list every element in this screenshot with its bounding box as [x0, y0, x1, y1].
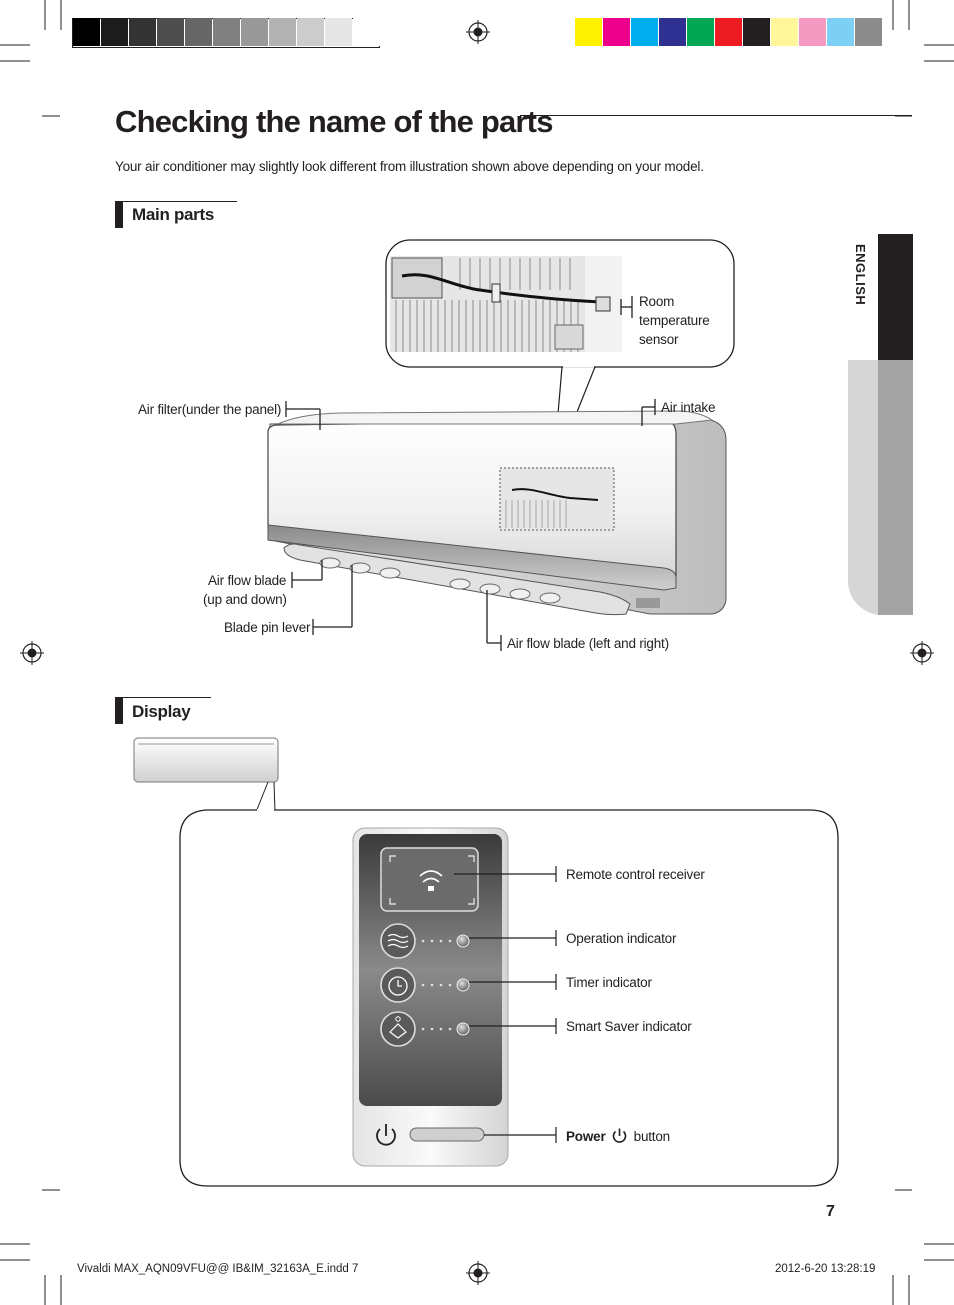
- registration-mark-icon: [466, 1261, 490, 1285]
- label-room-sensor-3: sensor: [639, 332, 679, 347]
- color-swatch: [603, 18, 630, 46]
- timer-icon: [380, 967, 416, 1003]
- page-title: Checking the name of the parts: [115, 104, 553, 139]
- footer-file: Vivaldi MAX_AQN09VFU@@ IB&IM_32163A_E.in…: [77, 1263, 359, 1275]
- gray-swatch: [213, 18, 240, 46]
- label-blade-pin: Blade pin lever: [224, 620, 311, 635]
- label-air-filter: Air filter(under the panel): [138, 402, 282, 417]
- label-smart-saver-indicator: Smart Saver indicator: [566, 1019, 692, 1034]
- section-rule: [123, 697, 211, 698]
- gray-swatch: [129, 18, 156, 46]
- gray-swatch: [269, 18, 296, 46]
- gray-swatch: [185, 18, 212, 46]
- label-operation-indicator: Operation indicator: [566, 931, 677, 946]
- title-rule: [520, 115, 912, 116]
- sensor-callout: [385, 239, 735, 473]
- air-conditioner-illustration: [267, 239, 735, 651]
- label-room-sensor-1: Room: [639, 294, 675, 309]
- language-tab-label: ENGLISH: [853, 244, 868, 306]
- registration-mark-icon: [466, 20, 490, 44]
- color-swatch: [631, 18, 658, 46]
- page-number: 7: [826, 1203, 835, 1220]
- display-illustration: [133, 737, 839, 1187]
- power-icon: [376, 1124, 396, 1146]
- color-swatch: [855, 18, 882, 46]
- color-swatch: [715, 18, 742, 46]
- gray-swatch: [353, 18, 380, 46]
- gray-swatch: [325, 18, 352, 46]
- section-rule: [123, 201, 237, 202]
- language-tab: [878, 234, 913, 360]
- label-blade-ud-1: Air flow blade: [208, 573, 287, 588]
- color-swatch: [659, 18, 686, 46]
- indoor-unit: [267, 410, 727, 616]
- label-timer-indicator: Timer indicator: [566, 975, 652, 990]
- display-heading: Display: [132, 702, 191, 721]
- gray-swatch: [101, 18, 128, 46]
- label-power-button: Power button: [566, 1127, 670, 1146]
- color-swatch: [575, 18, 602, 46]
- label-blade-ud-2: (up and down): [203, 592, 287, 607]
- color-swatch: [799, 18, 826, 46]
- gray-swatch: [157, 18, 184, 46]
- side-tab-mid: [878, 360, 913, 615]
- color-swatch: [687, 18, 714, 46]
- smart-saver-icon: [380, 1011, 416, 1047]
- label-power-bold: Power: [566, 1129, 606, 1144]
- color-swatch: [771, 18, 798, 46]
- label-room-sensor-2: temperature: [639, 313, 710, 328]
- registration-mark-icon: [910, 641, 934, 665]
- footer-date: 2012-6-20 13:28:19: [775, 1263, 876, 1275]
- color-swatch: [743, 18, 770, 46]
- gray-swatch: [297, 18, 324, 46]
- section-marker: [115, 697, 123, 724]
- label-blade-lr: Air flow blade (left and right): [507, 636, 669, 651]
- main-parts-heading: Main parts: [132, 205, 215, 224]
- label-power-rest: button: [633, 1129, 671, 1144]
- power-icon: [612, 1128, 627, 1143]
- intro-text: Your air conditioner may slightly look d…: [115, 159, 704, 174]
- gray-swatch: [73, 18, 100, 46]
- airflow-icon: [380, 923, 416, 959]
- label-air-intake: Air intake: [661, 400, 716, 415]
- section-marker: [115, 201, 123, 228]
- registration-mark-icon: [20, 641, 44, 665]
- label-remote-receiver: Remote control receiver: [566, 867, 705, 882]
- gray-swatch: [241, 18, 268, 46]
- color-swatch: [827, 18, 854, 46]
- wifi-icon: [419, 870, 443, 891]
